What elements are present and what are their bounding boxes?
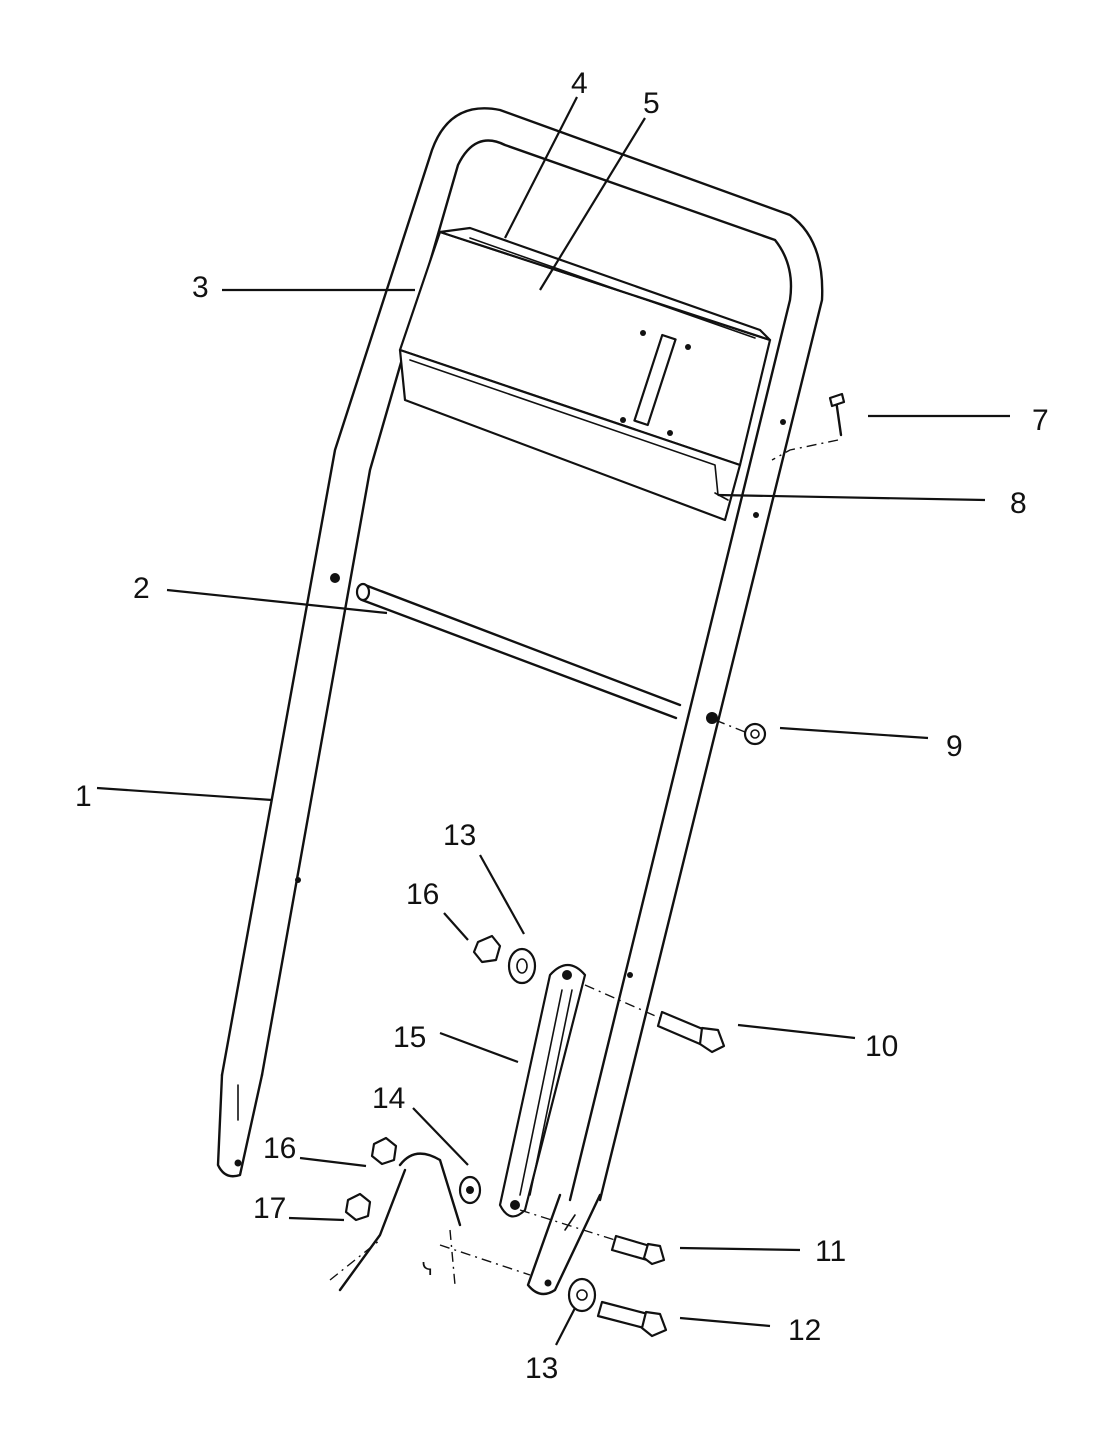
callout-1: 1 — [75, 780, 92, 813]
callout-13-upper: 13 — [443, 819, 476, 852]
callout-16-upper: 16 — [406, 878, 439, 911]
bolt-10 — [584, 984, 726, 1054]
callouts: 1 2 3 4 5 7 8 9 10 11 12 13 13 14 15 16 … — [75, 67, 1049, 1385]
svg-text:ᓭ: ᓭ — [422, 1259, 433, 1279]
callout-13-lower: 13 — [525, 1352, 558, 1385]
callout-15: 15 — [393, 1021, 426, 1054]
nut-16-lower — [370, 1136, 398, 1166]
washer-14 — [458, 1175, 482, 1205]
callout-9: 9 — [946, 730, 963, 763]
bolt-11 — [519, 1209, 666, 1266]
callout-14: 14 — [372, 1082, 405, 1115]
callout-8: 8 — [1010, 487, 1027, 520]
callout-3: 3 — [192, 271, 209, 304]
leader-lines — [96, 96, 1010, 1346]
nut-16-upper — [472, 934, 502, 964]
small-bolt — [771, 392, 846, 461]
callout-11: 11 — [815, 1235, 846, 1268]
callout-16-lower: 16 — [263, 1132, 296, 1165]
nut-9 — [706, 712, 767, 746]
bolt-12 — [596, 1300, 668, 1338]
washer-13-upper — [507, 947, 537, 985]
callout-7: 7 — [1032, 404, 1049, 437]
washer-13-lower — [567, 1277, 597, 1313]
callout-17: 17 — [253, 1192, 286, 1225]
callout-10: 10 — [865, 1030, 898, 1063]
callout-5: 5 — [643, 87, 660, 120]
callout-4: 4 — [571, 67, 588, 100]
nut-17 — [344, 1192, 372, 1222]
callout-12: 12 — [788, 1314, 821, 1347]
callout-2: 2 — [133, 572, 150, 605]
slotted-link — [498, 963, 587, 1218]
lower-bracket: ᓭ — [329, 1152, 531, 1292]
handle-frame — [216, 107, 824, 1296]
crossbar — [355, 582, 682, 720]
control-panel — [398, 226, 772, 522]
